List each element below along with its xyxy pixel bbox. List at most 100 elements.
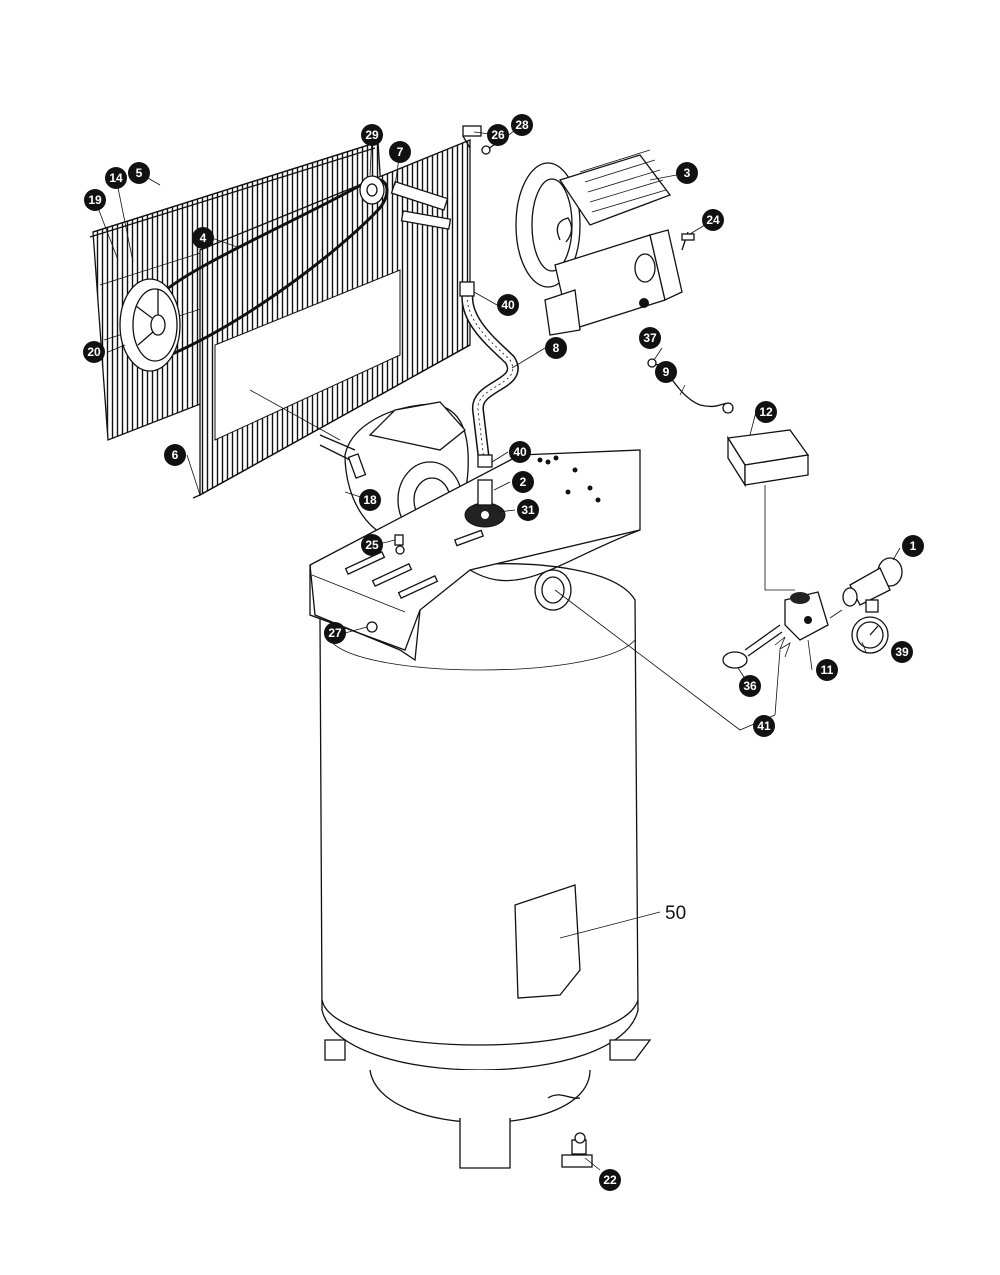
callout-number: 39: [895, 645, 909, 659]
callout-number: 28: [515, 118, 529, 132]
callout-c19: 19: [84, 189, 106, 211]
callout-circle: [361, 534, 383, 556]
callout-number: 8: [553, 341, 560, 355]
callout-number: 2: [520, 475, 527, 489]
callout-c31: 31: [517, 499, 539, 521]
callout-number: 5: [136, 166, 143, 180]
callout-number: 41: [757, 719, 771, 733]
callout-c9: 9: [655, 361, 677, 383]
callout-circle: [509, 441, 531, 463]
safety-valve-36: [722, 624, 783, 669]
manifold-11: [784, 591, 829, 641]
callout-layer: 1234567891112141819202224252627282931363…: [83, 114, 924, 1191]
callout-number: 1: [910, 539, 917, 553]
callout-circle: [84, 189, 106, 211]
callout-c36: 36: [739, 675, 761, 697]
callout-c6: 6: [164, 444, 186, 466]
pressure-switch-12: [726, 429, 810, 488]
callout-c22: 22: [599, 1169, 621, 1191]
callout-number: 20: [87, 345, 101, 359]
callout-number: 19: [88, 193, 102, 207]
callout-c27: 27: [324, 622, 346, 644]
callout-circle: [83, 341, 105, 363]
callout-number: 14: [109, 171, 123, 185]
callout-circle: [816, 659, 838, 681]
callout-circle: [359, 489, 381, 511]
discharge-tube-8: [461, 288, 519, 461]
callout-number: 37: [643, 331, 657, 345]
callout-number: 22: [603, 1173, 617, 1187]
nut-40-bottom: [477, 454, 493, 468]
callout-number: 7: [397, 145, 404, 159]
callout-c25: 25: [361, 534, 383, 556]
compressor-pump: [515, 149, 683, 336]
callout-number: 6: [172, 448, 179, 462]
callout-circle: [164, 444, 186, 466]
callout-circle: [599, 1169, 621, 1191]
callout-circle: [755, 401, 777, 423]
callout-circle: [902, 535, 924, 557]
callout-number: 29: [365, 128, 379, 142]
callout-circle: [512, 471, 534, 493]
callout-number: 36: [743, 679, 757, 693]
callout-circle: [324, 622, 346, 644]
callout-c4: 4: [192, 227, 214, 249]
gauge-39: [851, 616, 889, 654]
air-tank: [309, 449, 652, 1169]
callout-number: 40: [513, 445, 527, 459]
callout-circle: [192, 227, 214, 249]
callout-circle: [487, 124, 509, 146]
callout-c39: 39: [891, 641, 913, 663]
callout-c26: 26: [487, 124, 509, 146]
fitting-41: [774, 636, 791, 658]
callout-number: 24: [706, 213, 720, 227]
callout-number: 25: [365, 538, 379, 552]
callout-number: 4: [200, 231, 207, 245]
callout-c1: 1: [902, 535, 924, 557]
callout-number: 12: [759, 405, 773, 419]
callout-circle: [655, 361, 677, 383]
callout-c29: 29: [361, 124, 383, 146]
callout-circle: [497, 294, 519, 316]
callout-c3: 3: [676, 162, 698, 184]
callout-circle: [128, 162, 150, 184]
callout-c40b: 40: [509, 441, 531, 463]
callout-c18: 18: [359, 489, 381, 511]
callout-c5: 5: [128, 162, 150, 184]
part-label-50: 50: [665, 903, 686, 924]
callout-circle: [676, 162, 698, 184]
callout-circle: [739, 675, 761, 697]
callout-circle: [105, 167, 127, 189]
callout-circle: [891, 641, 913, 663]
callout-number: 11: [821, 663, 834, 677]
idler-pulley: [359, 175, 385, 205]
callout-number: 3: [684, 166, 691, 180]
callout-c12: 12: [755, 401, 777, 423]
callout-circle: [639, 327, 661, 349]
callout-c2: 2: [512, 471, 534, 493]
motor-pulley: [119, 278, 181, 372]
callout-c20: 20: [83, 341, 105, 363]
callout-circle: [389, 141, 411, 163]
callout-circle: [702, 209, 724, 231]
callout-circle: [753, 715, 775, 737]
callout-number: 40: [501, 298, 515, 312]
callout-number: 9: [663, 365, 670, 379]
callout-number: 26: [491, 128, 505, 142]
callout-c40a: 40: [497, 294, 519, 316]
callout-circle: [545, 337, 567, 359]
tee-fitting-1: [842, 557, 903, 613]
callout-c8: 8: [545, 337, 567, 359]
bolt-24: [681, 231, 695, 251]
nut-40-top: [459, 281, 475, 297]
callout-circle: [361, 124, 383, 146]
callout-c28: 28: [511, 114, 533, 136]
callout-number: 31: [521, 503, 535, 517]
callout-c7: 7: [389, 141, 411, 163]
callout-c14: 14: [105, 167, 127, 189]
bracket-26: [462, 125, 482, 149]
callout-circle: [517, 499, 539, 521]
callout-circle: [511, 114, 533, 136]
callout-c37: 37: [639, 327, 661, 349]
